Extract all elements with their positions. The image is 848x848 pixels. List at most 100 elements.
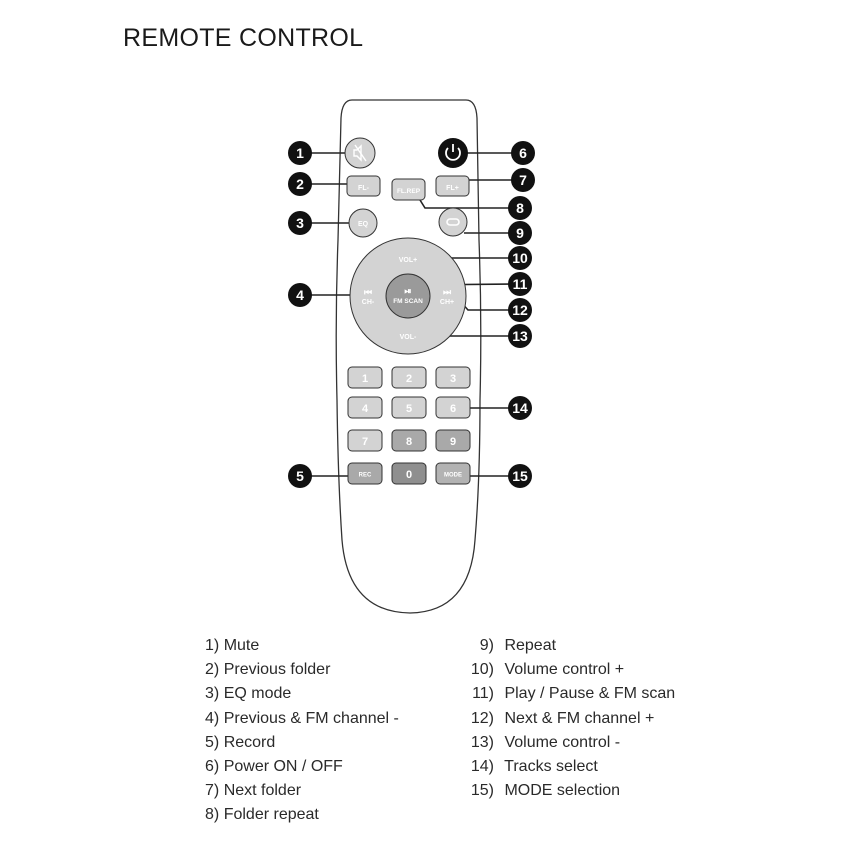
svg-text:6: 6: [519, 145, 527, 161]
legend-item: 15) MODE selection: [464, 779, 675, 803]
svg-text:15: 15: [512, 468, 528, 484]
legend-item: 7) Next folder: [205, 779, 399, 803]
ch-plus-label: CH+: [440, 299, 454, 306]
power-button[interactable]: [438, 138, 468, 168]
legend-item: 12) Next & FM channel +: [464, 707, 675, 731]
svg-text:4: 4: [296, 287, 304, 303]
svg-text:7: 7: [519, 172, 527, 188]
legend-number: 4): [205, 709, 220, 727]
legend-text: Repeat: [504, 637, 557, 654]
legend-number: 3): [205, 685, 220, 703]
eq-button[interactable]: EQ: [348, 208, 378, 238]
key-rec-button[interactable]: REC: [347, 462, 383, 485]
legend-number: 8): [205, 806, 220, 824]
callout-10: 10: [508, 246, 532, 270]
svg-text:2: 2: [296, 176, 304, 192]
fl-minus-button[interactable]: FL-: [346, 175, 381, 197]
legend-text: Previous folder: [223, 661, 331, 679]
callout-2: 2: [288, 172, 312, 196]
svg-text:9: 9: [516, 225, 524, 241]
legend-item: 13) Volume control -: [464, 731, 675, 755]
legend-text: Tracks select: [504, 758, 598, 776]
legend-number: 13): [470, 733, 494, 751]
svg-text:1: 1: [296, 145, 304, 161]
callout-11: 11: [508, 272, 532, 296]
svg-text:FL-: FL-: [358, 185, 370, 192]
legend-text: MODE selection: [504, 782, 621, 800]
legend-text: Mute: [223, 637, 260, 654]
legend-item: 10) Volume control +: [464, 658, 675, 682]
svg-text:0: 0: [406, 469, 412, 481]
callout-13: 13: [508, 324, 532, 348]
callout-6: 6: [511, 141, 535, 165]
svg-text:MODE: MODE: [444, 473, 462, 479]
legend-item: 2) Previous folder: [205, 658, 399, 682]
key-3-button[interactable]: 3: [435, 366, 471, 389]
vol-plus-button[interactable]: VOL+: [399, 257, 417, 264]
key-6-button[interactable]: 6: [435, 396, 471, 419]
next-icon[interactable]: ⏭: [443, 287, 452, 297]
legend-text: Folder repeat: [223, 806, 319, 824]
fl-plus-button[interactable]: FL+: [435, 175, 470, 197]
legend-number: 11): [472, 685, 494, 703]
svg-text:6: 6: [450, 403, 456, 415]
key-9-button[interactable]: 9: [435, 429, 471, 452]
key-mode-button[interactable]: MODE: [435, 462, 471, 485]
legend-text: Next folder: [223, 782, 302, 800]
legend-text: EQ mode: [223, 685, 292, 703]
prev-icon[interactable]: ⏮: [364, 287, 372, 297]
legend-item: 4) Previous & FM channel -: [205, 707, 399, 731]
key-1-button[interactable]: 1: [347, 366, 383, 389]
legend-text: Volume control +: [504, 661, 625, 679]
legend-text: Record: [223, 733, 276, 751]
svg-text:10: 10: [512, 250, 528, 266]
key-8-button[interactable]: 8: [391, 429, 427, 452]
legend-number: 10): [470, 661, 494, 679]
legend-number: 1): [205, 637, 220, 654]
svg-text:EQ: EQ: [358, 221, 369, 228]
key-5-button[interactable]: 5: [391, 396, 427, 419]
legend-number: 6): [205, 758, 220, 776]
svg-text:8: 8: [406, 436, 412, 448]
legend-item: 3) EQ mode: [205, 682, 399, 706]
vol-minus-button[interactable]: VOL-: [400, 334, 417, 341]
repeat-icon: [446, 218, 460, 226]
key-4-button[interactable]: 4: [347, 396, 383, 419]
legend-number: 2): [205, 661, 220, 679]
power-icon: [445, 144, 461, 161]
legend-number: 12): [470, 709, 494, 727]
callout-9: 9: [508, 221, 532, 245]
legend-text: Volume control -: [504, 733, 621, 751]
svg-text:5: 5: [406, 403, 412, 415]
play-pause-fm-scan-button[interactable]: ⏯ FM SCAN: [385, 273, 431, 319]
legend-number: 9): [479, 637, 494, 654]
legend-item: 6) Power ON / OFF: [205, 755, 399, 779]
key-7-button[interactable]: 7: [347, 429, 383, 452]
svg-text:FL.REP: FL.REP: [397, 188, 421, 195]
svg-text:3: 3: [296, 215, 304, 231]
ch-minus-label: CH-: [362, 299, 375, 306]
legend-item: 11) Play / Pause & FM scan: [464, 682, 675, 706]
key-0-button[interactable]: 0: [391, 462, 427, 485]
callout-14: 14: [508, 396, 532, 420]
svg-text:REC: REC: [359, 473, 372, 479]
legend-number: 7): [205, 782, 220, 800]
key-2-button[interactable]: 2: [391, 366, 427, 389]
svg-text:12: 12: [512, 302, 528, 318]
callout-12: 12: [508, 298, 532, 322]
svg-text:11: 11: [513, 276, 528, 292]
legend-text: Next & FM channel +: [504, 709, 655, 727]
callout-4: 4: [288, 283, 312, 307]
repeat-button[interactable]: [438, 207, 468, 237]
legend-number: 15): [470, 782, 494, 800]
legend-number: 14): [470, 758, 494, 776]
svg-text:5: 5: [296, 468, 304, 484]
callout-5: 5: [288, 464, 312, 488]
fl-rep-button[interactable]: FL.REP: [391, 178, 426, 201]
mute-button[interactable]: [344, 137, 376, 169]
legend-text: Previous & FM channel -: [223, 709, 399, 727]
